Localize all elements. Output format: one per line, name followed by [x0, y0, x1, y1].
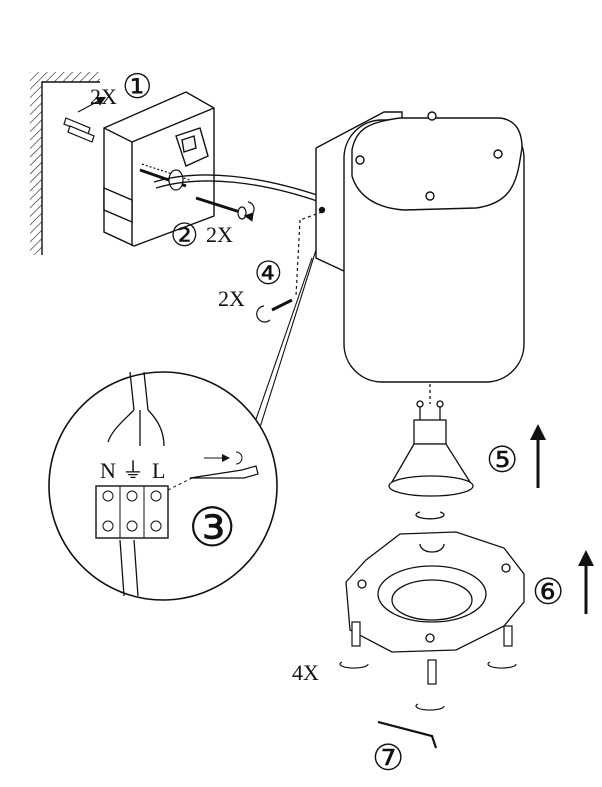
step-7-number: ⑦: [372, 738, 404, 778]
wall-plugs: [63, 96, 107, 143]
mounting-bracket: [103, 91, 215, 247]
up-arrow-icon: [530, 424, 546, 488]
step-3-number: ③: [188, 498, 236, 558]
step-1-qty: 2X: [90, 84, 117, 109]
step-4-number: ④: [254, 255, 283, 291]
screws-qty: 4X: [292, 660, 319, 685]
terminal-label-l: L: [152, 458, 165, 483]
allen-key: [377, 720, 438, 749]
fixing-screw: [256, 211, 323, 323]
step-5-number: ⑤: [486, 440, 518, 480]
grub-screws: [339, 621, 517, 711]
gu10-bulb: [388, 384, 474, 520]
step-6-number: ⑥: [532, 572, 564, 612]
up-arrow-icon: [578, 550, 594, 614]
cover-ring: [345, 531, 525, 653]
supply-cable: [153, 174, 321, 197]
bracket-screws: [139, 163, 255, 222]
terminal-label-earth: ⏚: [122, 458, 144, 483]
step-2-qty: 2X: [206, 222, 233, 247]
lamp-housing: [315, 111, 525, 383]
wiring-detail: [48, 371, 278, 601]
step-2-number: ②: [170, 217, 199, 253]
step-1-number: ①: [122, 69, 152, 106]
step-4-qty: 2X: [218, 286, 245, 311]
terminal-label-n: N: [100, 458, 116, 483]
wall: [30, 72, 100, 255]
